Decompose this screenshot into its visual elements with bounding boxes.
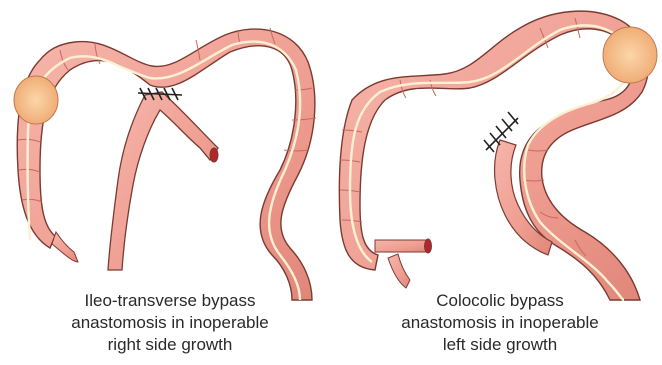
right-caption: Colocolic bypass anastomosis in inoperab… [345, 290, 655, 356]
left-tumor [14, 76, 58, 124]
right-tail [388, 254, 410, 288]
left-tail [52, 232, 78, 262]
left-ileum [108, 92, 218, 270]
left-caption: Ileo-transverse bypass anastomosis in in… [10, 290, 330, 356]
right-tumor [603, 27, 657, 83]
right-diagram [339, 11, 657, 300]
left-caption-line-2: anastomosis in inoperable [10, 312, 330, 334]
right-stump [375, 240, 428, 252]
left-diagram [14, 28, 316, 300]
left-caption-line-1: Ileo-transverse bypass [10, 290, 330, 312]
right-caption-line-1: Colocolic bypass [345, 290, 655, 312]
right-caption-line-2: anastomosis in inoperable [345, 312, 655, 334]
right-colon [339, 11, 648, 300]
left-caption-line-3: right side growth [10, 334, 330, 356]
right-caption-line-3: left side growth [345, 334, 655, 356]
left-colon [17, 29, 315, 300]
right-stump-cut-end [425, 239, 432, 253]
left-ileum-cut-end [210, 148, 218, 162]
